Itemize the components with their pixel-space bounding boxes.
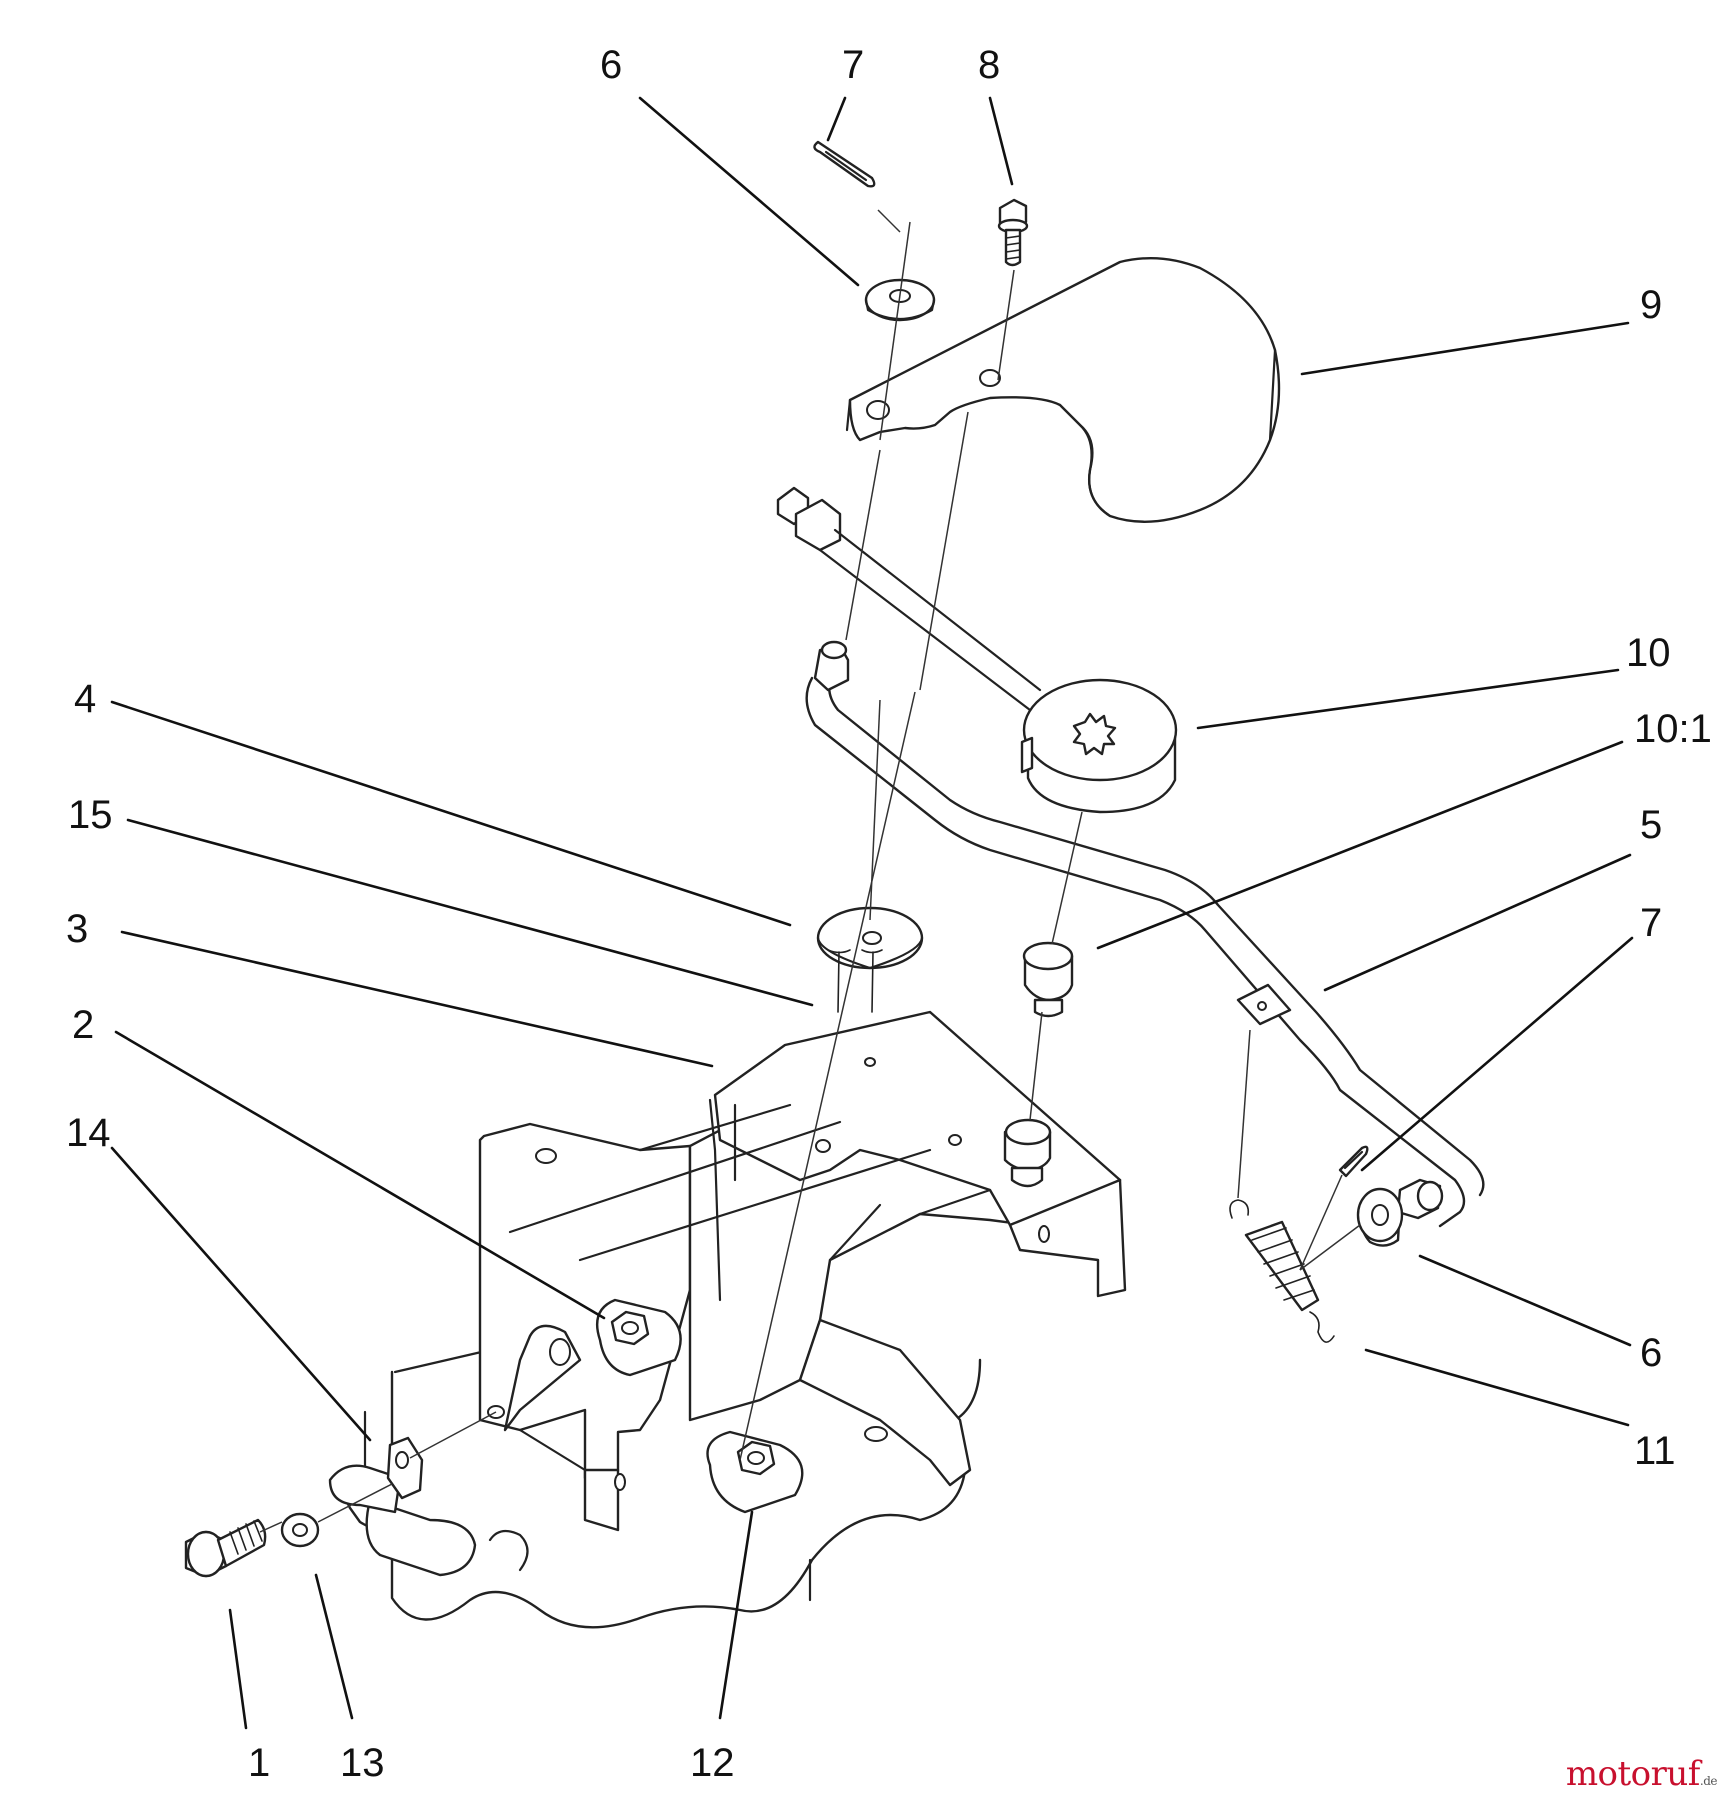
leader-5	[1323, 853, 1632, 992]
callout-2: 2	[72, 1003, 94, 1047]
leader-11	[1364, 1348, 1630, 1427]
leader-7-top	[826, 96, 847, 142]
leader-14	[110, 1146, 372, 1442]
callout-3: 3	[66, 907, 88, 951]
leader-lines	[110, 96, 1634, 1730]
callout-6-top: 6	[600, 43, 622, 87]
watermark-text: motoruf	[1565, 1754, 1701, 1794]
callout-14: 14	[66, 1111, 111, 1155]
leader-10	[1196, 668, 1620, 730]
callout-4: 4	[74, 677, 96, 721]
callout-10: 10	[1626, 631, 1671, 675]
leader-10-1	[1096, 740, 1624, 950]
callout-9: 9	[1640, 283, 1662, 327]
extension-spring	[1229, 1199, 1335, 1343]
callout-6-right: 6	[1640, 1331, 1662, 1375]
bracket-bushing	[1003, 1118, 1052, 1188]
bushing	[1022, 941, 1074, 1018]
assembly-axes	[259, 209, 1361, 1533]
leader-2	[114, 1030, 606, 1320]
bolt-top	[997, 198, 1029, 267]
leader-6-top	[638, 96, 860, 287]
callout-10-1: 10:1	[1634, 707, 1712, 751]
cotter-pin-top	[813, 140, 876, 188]
round-hub	[1020, 678, 1178, 814]
mounting-bracket	[478, 1010, 1127, 1532]
callout-8: 8	[978, 43, 1000, 87]
callout-12: 12	[690, 1741, 735, 1785]
leader-7-right	[1360, 936, 1634, 1172]
watermark-logo: motoruf.de	[1565, 1754, 1718, 1794]
leader-6-right	[1418, 1254, 1632, 1347]
nut-2	[595, 1298, 682, 1377]
cotter-pin-right	[1338, 1145, 1369, 1178]
sensor-cable	[776, 486, 1042, 712]
clip	[827, 949, 883, 1013]
washer-right	[1356, 1187, 1404, 1247]
leader-4	[110, 700, 792, 927]
bolt-1	[184, 1518, 267, 1578]
callout-11: 11	[1634, 1429, 1676, 1473]
callout-1: 1	[248, 1741, 270, 1785]
callout-labels: 6 7 8 9 10 10:1 5 7 6 11 4 15 3 2 14 1 1…	[66, 43, 1712, 1785]
pivot-bracket	[503, 1324, 582, 1432]
cover-plate	[845, 256, 1281, 523]
washer-13	[280, 1512, 320, 1548]
callout-5: 5	[1640, 803, 1662, 847]
callout-15: 15	[68, 793, 113, 837]
leader-13	[314, 1573, 354, 1720]
leader-1	[228, 1608, 248, 1730]
callout-13: 13	[340, 1741, 385, 1785]
leader-12	[718, 1510, 754, 1720]
callout-7-right: 7	[1640, 901, 1662, 945]
leader-8	[988, 96, 1014, 186]
leader-3	[120, 930, 714, 1068]
callout-7-top: 7	[842, 43, 864, 87]
leader-15	[126, 818, 814, 1007]
nut-12	[706, 1430, 804, 1514]
leader-9	[1300, 321, 1630, 376]
sensor-plug	[328, 1436, 477, 1577]
watermark-suffix: .de	[1699, 1774, 1718, 1788]
